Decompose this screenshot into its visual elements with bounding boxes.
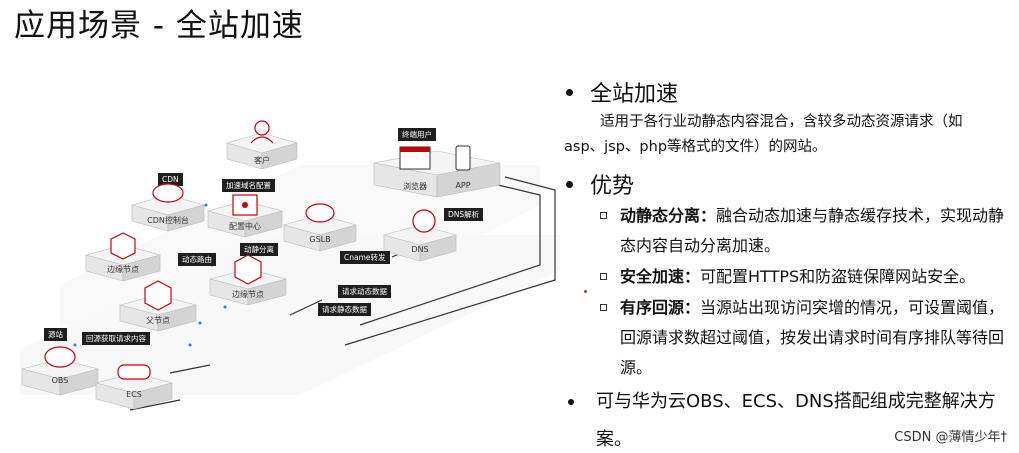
- advantage-2-label: 安全加速：: [620, 267, 701, 286]
- dynamic-route-tag: 动态路由: [178, 253, 216, 266]
- bullet1-title: 全站加速: [590, 82, 679, 107]
- advantage-item-3: 有序回源：当源站出现访问突增的情况，可设置阈值，回源请求数超过阈值，按发出请求时…: [600, 293, 1010, 383]
- bullet-dot: [566, 89, 573, 96]
- edge-node-1-label: 边缘节点: [107, 265, 139, 274]
- obs-label: OBS: [51, 376, 69, 385]
- req-dynamic-tag: 请求动态数据: [338, 285, 391, 298]
- description-panel: 全站加速 适用于各行业动静态内容混合，含较多动态资源请求（如 asp、jsp、p…: [560, 68, 1019, 453]
- bullet-integration: 可与华为云OBS、ECS、DNS搭配组成完整解决方案。: [568, 383, 1008, 453]
- req-static-tag: 请求静态数据: [318, 303, 371, 316]
- end-user-tag: 终端用户: [398, 128, 436, 141]
- cdn-tag: CDN: [158, 173, 183, 186]
- bullet-advantages: 优势: [566, 168, 634, 200]
- advantage-2-text: 可配置HTTPS和防盗链保障网站安全。: [700, 267, 976, 286]
- edge-node-2-label: 边缘节点: [232, 290, 264, 299]
- gslb-label: GSLB: [309, 235, 331, 244]
- obs-node: OBS: [20, 345, 100, 399]
- config-center-label: 配置中心: [229, 222, 261, 231]
- app-label: APP: [455, 181, 471, 190]
- client-node: 客户: [225, 120, 299, 173]
- advantage-3-label: 有序回源：: [620, 298, 701, 317]
- architecture-diagram: 客户 终端用户 浏览器 APP CDN 加速域名配置 CDN控制台: [0, 95, 560, 453]
- advantage-1-text: 融合动态加速与静态缓存技术，实现动静态内容自动分离加速。: [620, 206, 1005, 255]
- square-bullet-icon: [600, 304, 607, 311]
- bullet2-title: 优势: [590, 174, 635, 199]
- bullet1-desc-line2: asp、jsp、php等格式的文件）的网站。: [564, 139, 827, 155]
- bullet-dot: [566, 181, 573, 188]
- advantage-item-2: 安全加速：可配置HTTPS和防盗链保障网站安全。: [600, 262, 1010, 292]
- gslb-node: GSLB: [282, 203, 358, 255]
- parent-node-label: 父节点: [146, 316, 170, 325]
- cdn-console-node: CDN控制台: [130, 183, 206, 235]
- dns-resolve-tag: DNS解析: [444, 208, 484, 221]
- end-user-node: 浏览器 APP: [373, 141, 501, 203]
- advantage-item-1: 动静态分离：融合动态加速与静态缓存技术，实现动静态内容自动分离加速。: [600, 201, 1010, 261]
- ecs-node: ECS: [94, 359, 174, 413]
- dynamic-static-split-tag: 动静分离: [240, 243, 278, 256]
- square-bullet-icon: [600, 273, 607, 280]
- client-label: 客户: [254, 156, 270, 165]
- parent-node: 父节点: [118, 280, 198, 335]
- advantage-3-text: 当源站出现访问突增的情况，可设置阈值，回源请求数超过阈值，按发出请求时间有序排队…: [620, 298, 1005, 377]
- cdn-console-label: CDN控制台: [147, 216, 189, 225]
- bullet1-desc-line1: 适用于各行业动静态内容混合，含较多动态资源请求（如: [600, 114, 963, 130]
- dns-node: DNS: [382, 209, 458, 265]
- edge-node-1: 边缘节点: [84, 232, 162, 285]
- bullet3-text: 可与华为云OBS、ECS、DNS搭配组成完整解决方案。: [596, 391, 996, 450]
- dns-label: DNS: [411, 245, 429, 254]
- stray-mark: [584, 290, 587, 293]
- ecs-label: ECS: [126, 390, 142, 399]
- square-bullet-icon: [600, 212, 607, 219]
- config-center-node: 配置中心: [206, 191, 284, 241]
- edge-node-2: 边缘节点: [208, 254, 288, 309]
- cname-tag: Cname转发: [340, 251, 390, 264]
- browser-label: 浏览器: [403, 182, 427, 191]
- back-to-origin-tag: 回源获取请求内容: [82, 332, 150, 345]
- domain-config-tag: 加速域名配置: [222, 179, 275, 192]
- csdn-watermark: CSDN @薄情少年†: [894, 430, 1007, 445]
- origin-tag: 源站: [44, 328, 67, 341]
- bullet-full-site-acceleration: 全站加速: [566, 76, 678, 108]
- page-title: 应用场景 - 全站加速: [14, 8, 304, 44]
- bullet-dot: [568, 399, 574, 405]
- advantage-1-label: 动静态分离：: [620, 206, 717, 225]
